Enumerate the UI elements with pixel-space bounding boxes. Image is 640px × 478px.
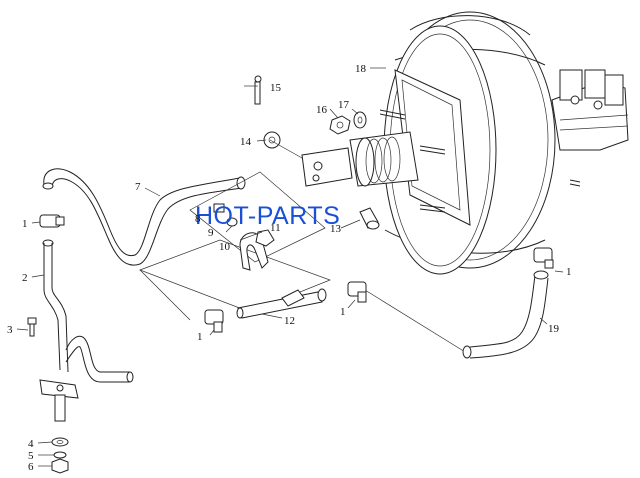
bolt-8 <box>213 203 225 213</box>
assembly-plane <box>139 171 471 356</box>
callout-16: 16 <box>316 104 328 116</box>
pipe-2 <box>42 239 134 383</box>
callout-9: 9 <box>208 227 214 239</box>
callout-labels: 1 2 3 4 5 6 7 8 9 10 11 12 1 1 13 14 15 … <box>7 63 572 473</box>
callout-15: 15 <box>270 82 282 94</box>
washer-14 <box>263 131 281 149</box>
callout-11: 11 <box>270 222 281 234</box>
clamp-1-mid-left <box>204 309 224 333</box>
nut-6 <box>51 458 69 474</box>
callout-17: 17 <box>338 99 350 111</box>
clamp-1-left <box>39 214 65 228</box>
callout-7: 7 <box>135 181 141 193</box>
nut-16 <box>329 115 351 135</box>
nut-11 <box>255 229 275 247</box>
leader-lines <box>16 67 564 467</box>
clamp-1-right <box>533 247 554 269</box>
pin-15 <box>254 75 262 105</box>
clamp-1-mid-right <box>347 281 367 303</box>
callout-12: 12 <box>284 315 295 327</box>
callout-6: 6 <box>28 461 34 473</box>
callout-1-mid-left: 1 <box>197 331 203 343</box>
callout-1-right: 1 <box>566 266 572 278</box>
callout-10: 10 <box>219 241 231 253</box>
washer-5 <box>53 451 67 459</box>
washer-17 <box>353 111 367 129</box>
callout-14: 14 <box>240 136 252 148</box>
vacuum-hose-19 <box>462 270 549 359</box>
brake-booster <box>301 11 629 275</box>
callout-5: 5 <box>28 450 34 462</box>
callout-8: 8 <box>195 213 201 225</box>
bracket <box>39 379 79 422</box>
bolt-3 <box>27 317 37 337</box>
callout-2: 2 <box>22 272 28 284</box>
callout-19: 19 <box>548 323 560 335</box>
cap-13 <box>359 207 380 230</box>
callout-13: 13 <box>330 223 342 235</box>
callout-1: 1 <box>22 218 28 230</box>
callout-18: 18 <box>355 63 367 75</box>
pipe-12 <box>236 288 327 319</box>
callout-1-mid-right: 1 <box>340 306 346 318</box>
washer-4 <box>51 437 69 447</box>
vacuum-hose-7 <box>42 168 246 266</box>
callout-4: 4 <box>28 438 34 450</box>
callout-3: 3 <box>7 324 13 336</box>
watermark: HOT-PARTS <box>195 202 340 230</box>
